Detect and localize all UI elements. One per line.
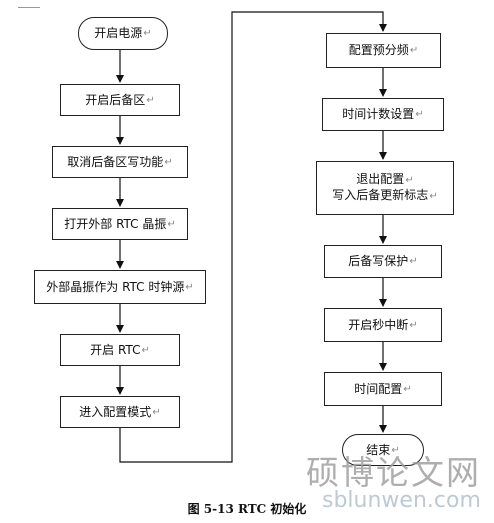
watermark-url: sblunwen.com	[322, 488, 481, 513]
step-open-rtc-oscillator: 打开外部 RTC 晶振↵	[52, 208, 188, 240]
step-enable-backup: 开启后备区↵	[60, 84, 180, 116]
figure-caption: 图 5-13 RTC 初始化	[187, 502, 307, 516]
step-config-prescaler: 配置预分频↵	[326, 33, 441, 68]
step-ext-oscillator-clock-source: 外部晶振作为 RTC 时钟源↵	[34, 270, 206, 304]
end-terminal: 结束↵	[342, 434, 424, 466]
corner-mark	[18, 7, 40, 8]
step-time-counter-setting: 时间计数设置↵	[322, 98, 444, 131]
step-enable-second-interrupt: 开启秒中断↵	[324, 308, 442, 342]
step-enter-config-mode: 进入配置模式↵	[60, 396, 180, 428]
watermark-chinese: 硕博论文网	[306, 453, 481, 492]
step-exit-config: 退出配置↵ 写入后备更新标志↵	[316, 161, 454, 215]
step-enable-rtc: 开启 RTC↵	[60, 334, 180, 366]
step-time-config: 时间配置↵	[324, 372, 442, 406]
connector-left-to-right	[119, 11, 387, 463]
step-cancel-backup-write: 取消后备区写功能↵	[52, 146, 188, 178]
start-terminal: 开启电源↵	[78, 17, 168, 50]
step-backup-write-protect: 后备写保护↵	[324, 245, 442, 278]
